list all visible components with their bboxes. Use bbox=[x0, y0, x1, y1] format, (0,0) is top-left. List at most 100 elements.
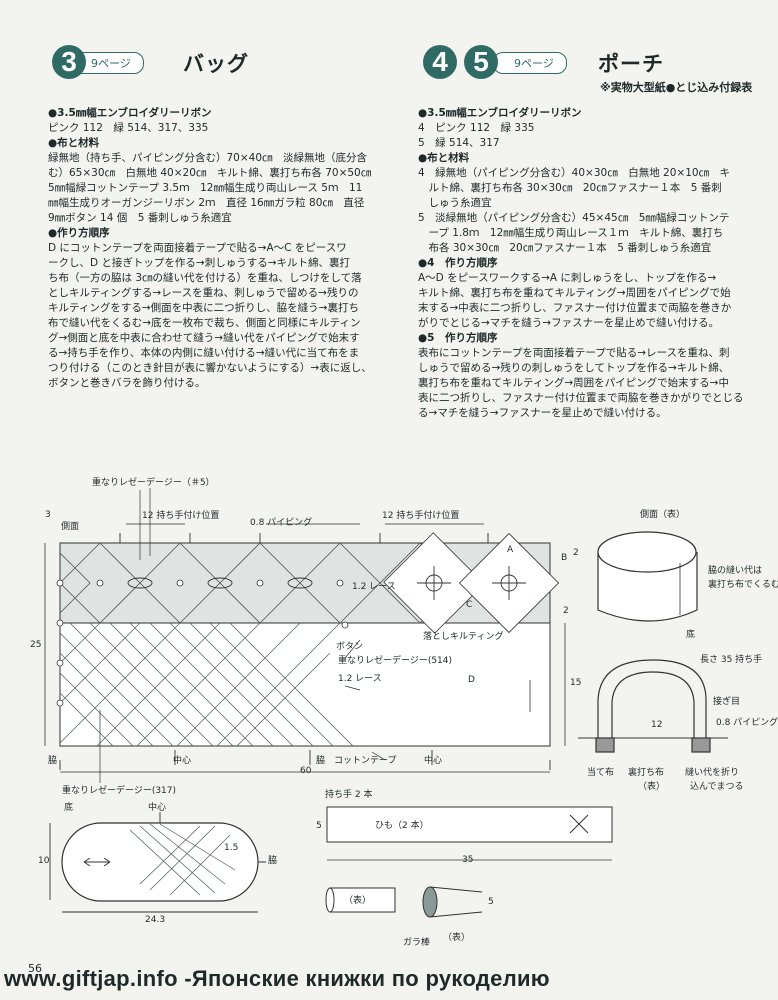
label-2-bottom: 2 bbox=[563, 606, 569, 616]
left-steps-line: ークし、D と接ぎトップを作る→刺しゅうする→キルト綿、裏打 bbox=[48, 257, 351, 269]
pouch-cylinder bbox=[597, 531, 698, 622]
label-side: 側面 bbox=[61, 522, 80, 532]
label-omote-2: （表） bbox=[443, 933, 471, 943]
left-materials-line: 緑無地（持ち手、パイピング分含む）70×40㎝ 淡緑無地（底分含 bbox=[48, 152, 368, 164]
label-bottom-243: 24.3 bbox=[145, 915, 166, 925]
label-lace-1: 1.2 レース bbox=[352, 582, 396, 592]
bag-side-panel bbox=[44, 488, 566, 783]
left-steps-line: キルティングをする→側面を中表に二つ折りし、脇を縫う→裏打ち bbox=[48, 302, 359, 314]
project-title-pouch: ポーチ bbox=[598, 52, 664, 76]
label-button: ボタン bbox=[336, 642, 364, 652]
label-bottom-10: 10 bbox=[38, 856, 50, 866]
right-steps4-line: がりでとじる→マチを縫う→ファスナーを星止めで縫い付ける。 bbox=[418, 317, 720, 329]
left-materials-heading: ●布と材料 bbox=[48, 137, 100, 149]
right-steps5-line: 表布にコットンテープを両面接着テープで貼る→レースを重ね、刺 bbox=[418, 347, 730, 359]
label-omote-1: （表） bbox=[344, 896, 372, 906]
label-center-2: 中心 bbox=[424, 756, 443, 766]
label-patch-cloth: 当て布 bbox=[587, 768, 615, 778]
left-steps-line: ボタンと巻きバラを飾り付ける。 bbox=[48, 377, 206, 389]
right-steps5-line: 裏打ち布を重ねてキルティング→周囲をパイピングで始末する→中 bbox=[418, 377, 729, 389]
label-B: B bbox=[561, 553, 568, 563]
right-steps4-line: 末する→中表に二つ折りし、ファスナー付け位置まで両脇を巻きか bbox=[418, 302, 732, 314]
figure-number: 3 bbox=[45, 510, 51, 520]
right-ribbon-colors-5: 5 緑 514、317 bbox=[418, 137, 500, 149]
label-handle-length: 長さ 35 持ち手 bbox=[700, 655, 763, 665]
right-materials-line: 4 緑無地（パイピング分含む）40×30㎝ 白無地 20×10㎝ キ bbox=[418, 167, 731, 179]
project-number-badge-4: 4 bbox=[423, 45, 457, 79]
right-steps4-heading: ●4 作り方順序 bbox=[418, 257, 498, 269]
page-ref-pill: 9ページ bbox=[70, 52, 144, 74]
left-steps-line: つり付ける（このとき針目が表に響かないようにする）→表に返し、 bbox=[48, 362, 372, 374]
label-daisy-514: 重なりレゼーデージー(514) bbox=[338, 656, 453, 666]
label-lace-2: 1.2 レース bbox=[338, 674, 382, 684]
handle-strip bbox=[326, 806, 613, 861]
label-center-1: 中心 bbox=[173, 756, 192, 766]
project-number-badge-5: 5 bbox=[464, 45, 498, 79]
label-A: A bbox=[507, 545, 514, 555]
label-bottom-waki: 脇 bbox=[268, 856, 278, 866]
left-steps-heading: ●作り方順序 bbox=[48, 227, 110, 239]
label-waki-center: 脇 bbox=[316, 756, 326, 766]
right-materials-line: しゅう糸適宜 bbox=[418, 197, 492, 209]
label-waki-left: 脇 bbox=[48, 756, 58, 766]
label-seam: 接ぎ目 bbox=[713, 697, 741, 707]
left-materials-line: む）65×30㎝ 白無地 40×20㎝ キルト綿、裏打ち布各 70×50㎝ bbox=[48, 167, 372, 179]
page-ref-text-right: 9ページ bbox=[514, 57, 554, 70]
label-bottom: 底 bbox=[64, 803, 74, 813]
label-handle-5: 5 bbox=[316, 821, 322, 831]
right-steps5-heading: ●5 作り方順序 bbox=[418, 332, 498, 344]
right-steps5-line: しゅうで留める→残りの刺しゅうをしてトップを作る→キルト綿、 bbox=[418, 362, 730, 374]
label-piping-08: 0.8 パイピング bbox=[250, 518, 313, 528]
left-instructions: ●3.5㎜幅エンブロイダリーリボン ピンク 112 緑 514、317、335 … bbox=[48, 106, 393, 391]
right-materials-line: 5 淡緑無地（パイピング分含む）45×45㎝ 5㎜幅緑コットンテ bbox=[418, 212, 730, 224]
label-bottom-center: 中心 bbox=[148, 803, 167, 813]
right-materials-heading: ●布と材料 bbox=[418, 152, 470, 164]
left-materials-line: 5㎜幅緑コットンテープ 3.5ｍ 12㎜幅生成り両山レース 5ｍ 11 bbox=[48, 182, 363, 194]
label-handle-35: 35 bbox=[462, 855, 474, 865]
label-dim-12: 12 bbox=[651, 720, 663, 730]
label-backing: 裏打ち布 bbox=[628, 768, 665, 778]
label-2-top: 2 bbox=[573, 548, 579, 558]
right-steps5-line: 表に二つ折りし、ファスナー付け位置まで両脇を巻きかがりでとじる bbox=[418, 392, 744, 404]
right-steps4-line: キルト綿、裏打ち布を重ねてキルティング→周囲をパイピングで始 bbox=[418, 287, 731, 299]
left-ribbon-heading: ●3.5㎜幅エンブロイダリーリボン bbox=[48, 107, 212, 119]
right-instructions: ●3.5㎜幅エンブロイダリーリボン 4 ピンク 112 緑 335 5 緑 51… bbox=[418, 106, 763, 421]
label-daisy-5: 重なりレゼーデージー（＃5） bbox=[92, 478, 215, 488]
project-number-badge: 3 bbox=[52, 45, 86, 79]
label-handle-position-right: 12 持ち手付け位置 bbox=[382, 511, 460, 521]
label-D: D bbox=[468, 675, 475, 685]
left-steps-line: る→持ち手を作り、本体の内側に縫い付ける→縫い代に当て布をま bbox=[48, 347, 360, 359]
label-waki-note-2: 裏打ち布でくるむ bbox=[708, 580, 778, 590]
label-seam-fold-2: 込んでまつる bbox=[690, 782, 744, 792]
pouch-handle-arch bbox=[578, 659, 728, 753]
label-seam-fold-1: 縫い代を折り bbox=[685, 768, 740, 778]
label-ditch-quilting: 落としキルティング bbox=[423, 632, 504, 642]
label-daisy-317: 重なりレゼーデージー(317) bbox=[62, 786, 177, 796]
project-title-bag: バッグ bbox=[183, 52, 249, 76]
label-backing-omote: （表） bbox=[638, 782, 666, 792]
right-ribbon-heading: ●3.5㎜幅エンブロイダリーリボン bbox=[418, 107, 582, 119]
right-materials-line: 布各 30×30㎝ 20㎝ファスナー１本 5 番刺しゅう糸適宜 bbox=[418, 242, 712, 254]
page-number: 56 bbox=[28, 962, 42, 975]
left-ribbon-colors: ピンク 112 緑 514、317、335 bbox=[48, 122, 209, 134]
label-himo: ひも（2 本） bbox=[375, 821, 429, 831]
pattern-note: ※実物大型紙●とじ込み付録表 bbox=[600, 81, 753, 94]
label-cotton-tape: コットンテープ bbox=[334, 756, 397, 766]
right-steps5-line: る→マチを縫う→ファスナーを星止めで縫い付ける。 bbox=[418, 407, 667, 419]
left-materials-line: 9㎜ボタン 14 個 5 番刺しゅう糸適宜 bbox=[48, 212, 232, 224]
label-waki-note-1: 脇の縫い代は bbox=[708, 566, 763, 576]
label-dim-60: 60 bbox=[300, 766, 312, 776]
watermark-footer: www.giftjap.info -Японские книжки по рук… bbox=[4, 966, 550, 991]
handle-tube bbox=[325, 886, 483, 918]
label-handle-position-left: 12 持ち手付け位置 bbox=[142, 511, 220, 521]
page-ref-text: 9ページ bbox=[91, 57, 131, 70]
label-soko: 底 bbox=[686, 630, 696, 640]
label-handle-title: 持ち手 2 本 bbox=[325, 790, 373, 800]
label-piping-08b: 0.8 パイピング bbox=[716, 718, 778, 728]
left-steps-line: としキルティングする→レースを重ね、刺しゅうで留める→残りの bbox=[48, 287, 359, 299]
left-materials-line: ㎜幅生成りオーガンジーリボン 2ｍ 直径 16㎜ガラ粒 80㎝ 直径 bbox=[48, 197, 365, 209]
page-ref-pill-right: 9ページ bbox=[493, 52, 567, 74]
right-steps4-line: A～D をピースワークする→A に刺しゅうをし、トップを作る→ bbox=[418, 272, 717, 284]
label-side-omote: 側面（表） bbox=[640, 510, 686, 520]
